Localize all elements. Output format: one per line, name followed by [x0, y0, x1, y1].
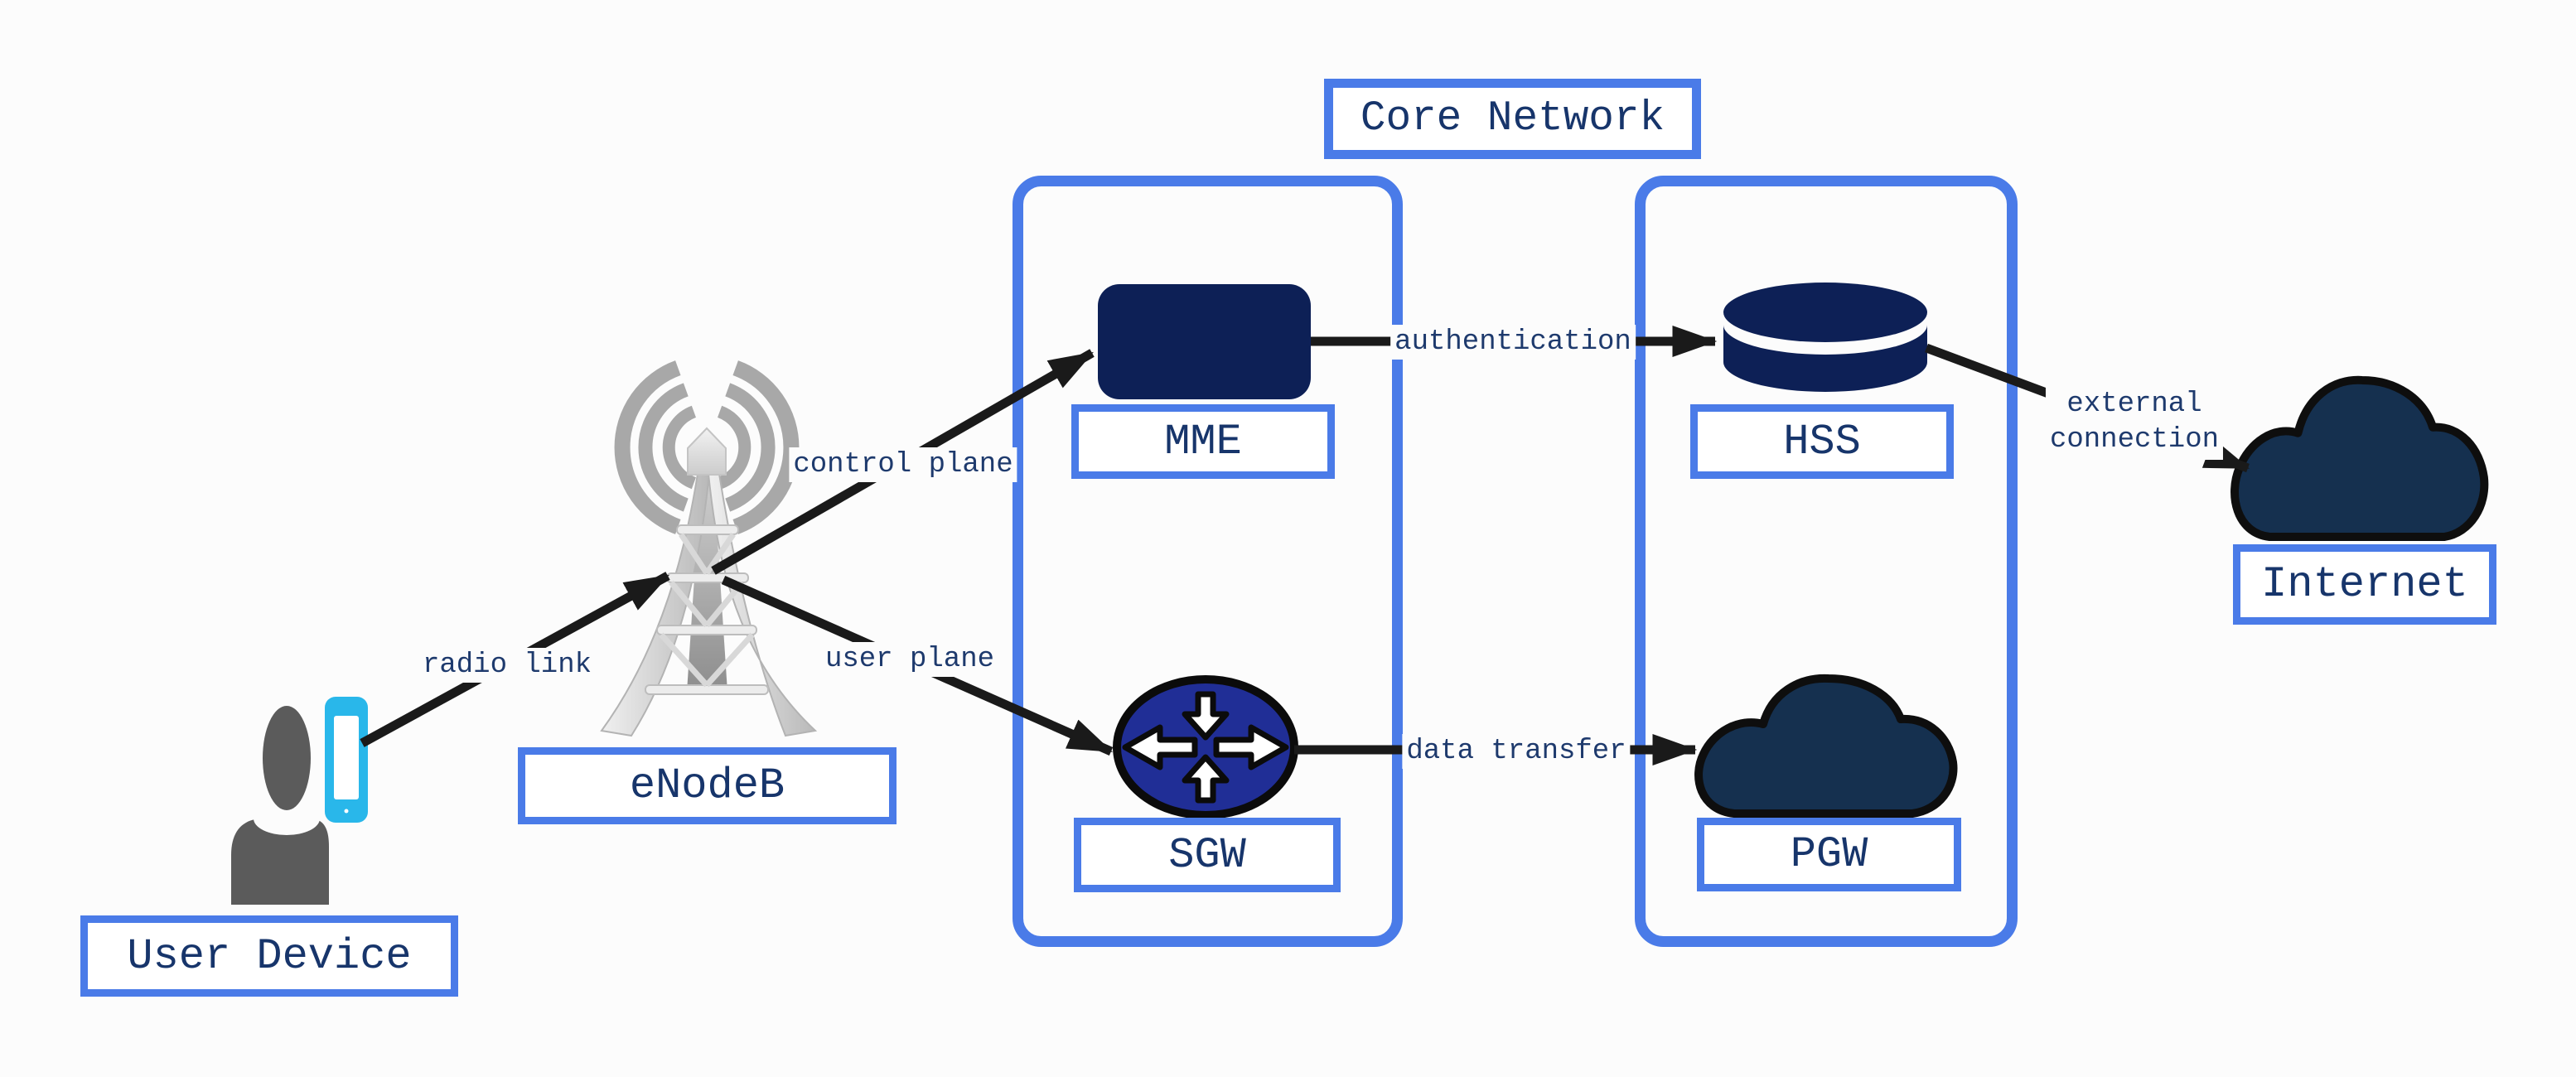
server-box-icon — [1098, 284, 1311, 399]
person-with-phone-icon — [231, 697, 368, 905]
node-label-enodeb: eNodeB — [518, 747, 897, 824]
router-icon — [1113, 675, 1298, 819]
internet-label: Internet — [2261, 560, 2468, 609]
core-network-left-container — [1013, 176, 1403, 947]
cloud-icon — [1699, 679, 1953, 814]
database-icon — [1723, 283, 1927, 392]
node-label-mme: MME — [1071, 404, 1335, 479]
head-shape — [263, 706, 311, 810]
phone-icon — [325, 697, 368, 823]
core-network-title: Core Network — [1324, 79, 1701, 159]
external-connection-line1: external — [2066, 389, 2202, 420]
external-connection-line2: connection — [2049, 424, 2220, 456]
arrow-down-glyph — [1182, 691, 1230, 741]
core-network-title-label: Core Network — [1360, 95, 1665, 142]
node-label-user-device: User Device — [80, 915, 458, 997]
external-connection-annotation: external connection — [2045, 385, 2224, 460]
collar-shape — [254, 802, 320, 835]
user-device-label: User Device — [127, 931, 412, 981]
cell-tower-icon — [600, 360, 818, 737]
arrow-left-glyph — [1122, 724, 1198, 770]
node-label-hss: HSS — [1690, 404, 1954, 479]
control-plane-annotation: control plane — [789, 447, 1017, 482]
arrow-up-glyph — [1182, 754, 1230, 804]
pgw-label: PGW — [1790, 830, 1868, 879]
sgw-label: SGW — [1168, 830, 1246, 880]
node-label-internet: Internet — [2233, 544, 2496, 625]
core-network-right-container — [1635, 176, 2018, 947]
authentication-annotation: authentication — [1390, 325, 1636, 360]
data-transfer-annotation: data transfer — [1402, 734, 1631, 769]
node-label-pgw: PGW — [1697, 818, 1961, 891]
enodeb-label: eNodeB — [629, 761, 785, 810]
node-label-sgw: SGW — [1074, 818, 1341, 892]
user-plane-annotation: user plane — [820, 642, 999, 677]
internet-cloud-icon — [2235, 380, 2484, 537]
mme-label: MME — [1164, 417, 1242, 466]
arrow-right-glyph — [1213, 724, 1289, 770]
hss-label: HSS — [1783, 417, 1861, 466]
radio-link-annotation: radio link — [418, 648, 597, 683]
